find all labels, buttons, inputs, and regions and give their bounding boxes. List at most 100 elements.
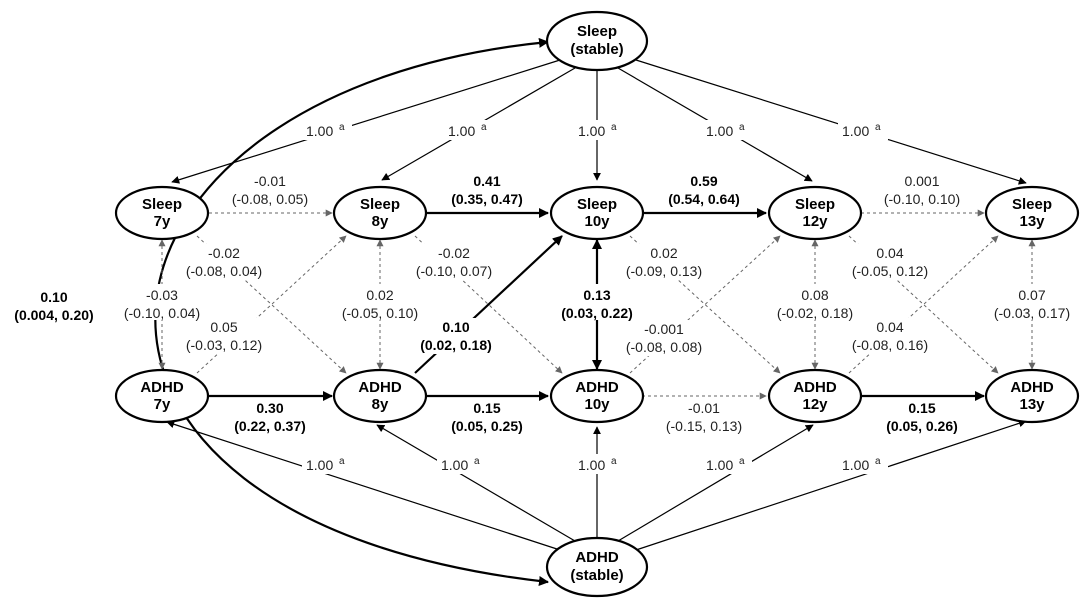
loading-labels: 1.00 a 1.00 a 1.00 a 1.00 a 1.00 a 1.00 … [302,120,888,474]
svg-text:Sleep: Sleep [577,196,617,213]
svg-text:ADHD: ADHD [358,379,401,396]
node-sleep-8y: Sleep 8y [332,185,428,241]
svg-text:ADHD: ADHD [793,379,836,396]
loading-label: 1.00 [842,457,869,473]
a8-s10-ci: (0.02, 0.18) [420,337,492,353]
loading-label: 1.00 [842,123,869,139]
nodes: Sleep (stable) ADHD (stable) Sleep 7y Sl… [114,10,1080,598]
cov12-coef: 0.08 [801,287,828,303]
svg-text:13y: 13y [1019,396,1045,413]
s12-s13-coef: 0.001 [904,173,939,189]
loading-adhd-stable-7y [166,420,561,551]
s7-s8-coef: -0.01 [254,173,286,189]
loading-label: 1.00 [578,123,605,139]
a12-s13-ci: (-0.08, 0.16) [852,337,928,353]
svg-text:8y: 8y [372,396,389,413]
s10-s12-ci: (0.54, 0.64) [668,191,740,207]
svg-text:13y: 13y [1019,213,1045,230]
svg-text:ADHD: ADHD [140,379,183,396]
a12-a13-coef: 0.15 [908,400,935,416]
loading-superscript: a [875,456,881,467]
loading-superscript: a [739,456,745,467]
svg-text:Sleep: Sleep [795,196,835,213]
svg-text:Sleep: Sleep [577,23,617,40]
svg-text:ADHD: ADHD [1010,379,1053,396]
a7-s8-ci: (-0.03, 0.12) [186,337,262,353]
svg-text:(stable): (stable) [570,41,623,58]
loading-sleep-stable-7y [171,59,561,184]
loading-superscript: a [339,122,345,133]
loading-adhd-stable-12y [617,424,814,542]
node-sleep-12y: Sleep 12y [767,185,863,241]
loading-label: 1.00 [448,123,475,139]
stable-cov-coef: 0.10 [40,289,67,305]
loading-superscript: a [875,122,881,133]
svg-text:7y: 7y [154,213,171,230]
loading-label: 1.00 [578,457,605,473]
cov7-coef: -0.03 [146,287,178,303]
node-sleep-7y: Sleep 7y [114,185,210,241]
path-labels: 0.10 (0.004, 0.20) -0.01 (-0.08, 0.05) 0… [2,173,1074,434]
s8-a10-coef: -0.02 [438,245,470,261]
cov10-ci: (0.03, 0.22) [561,305,633,321]
a8-s10-coef: 0.10 [442,319,469,335]
loading-superscript: a [339,456,345,467]
path-adhd7-sleep8 [196,235,347,374]
s10-s12-coef: 0.59 [690,173,717,189]
svg-text:7y: 7y [154,396,171,413]
s8-s10-coef: 0.41 [473,173,500,189]
node-adhd-10y: ADHD 10y [549,368,645,424]
node-sleep-stable: Sleep (stable) [545,10,649,72]
s7-a8-ci: (-0.08, 0.04) [186,263,262,279]
a7-a8-coef: 0.30 [256,400,283,416]
stable-cov-ci: (0.004, 0.20) [14,307,93,323]
node-adhd-13y: ADHD 13y [984,368,1080,424]
s8-s10-ci: (0.35, 0.47) [451,191,523,207]
cov10-coef: 0.13 [583,287,610,303]
path-sleep7-adhd8 [196,235,347,374]
edges [154,37,1036,586]
s8-a10-ci: (-0.10, 0.07) [416,263,492,279]
a12-a13-ci: (0.05, 0.26) [886,418,958,434]
loading-superscript: a [611,122,617,133]
loading-superscript: a [611,456,617,467]
svg-text:8y: 8y [372,213,389,230]
loading-superscript: a [481,122,487,133]
cov13-ci: (-0.03, 0.17) [994,305,1070,321]
s7-s8-ci: (-0.08, 0.05) [232,191,308,207]
cov8-coef: 0.02 [366,287,393,303]
svg-text:ADHD: ADHD [575,549,618,566]
node-sleep-13y: Sleep 13y [984,185,1080,241]
s10-a12-coef: 0.02 [650,245,677,261]
s12-a13-ci: (-0.05, 0.12) [852,263,928,279]
svg-text:10y: 10y [584,213,610,230]
a12-s13-coef: 0.04 [876,319,903,335]
loading-label: 1.00 [706,457,733,473]
loading-label: 1.00 [706,123,733,139]
loading-label: 1.00 [306,457,333,473]
s7-a8-coef: -0.02 [208,245,240,261]
node-adhd-12y: ADHD 12y [767,368,863,424]
loading-adhd-stable-13y [635,419,1027,551]
a10-a12-coef: -0.01 [688,400,720,416]
loading-adhd-stable-8y [376,424,576,542]
node-adhd-8y: ADHD 8y [332,368,428,424]
s12-s13-ci: (-0.10, 0.10) [884,191,960,207]
path-adhd10-sleep12 [629,235,781,374]
a7-a8-ci: (0.22, 0.37) [234,418,306,434]
svg-text:ADHD: ADHD [575,379,618,396]
node-adhd-7y: ADHD 7y [114,368,210,424]
svg-text:12y: 12y [802,213,828,230]
cov8-ci: (-0.05, 0.10) [342,305,418,321]
svg-text:Sleep: Sleep [142,196,182,213]
a8-a10-ci: (0.05, 0.25) [451,418,523,434]
svg-text:(stable): (stable) [570,567,623,584]
svg-text:Sleep: Sleep [360,196,400,213]
svg-text:Sleep: Sleep [1012,196,1052,213]
cov13-coef: 0.07 [1018,287,1045,303]
svg-text:10y: 10y [584,396,610,413]
path-sleep10-adhd12 [629,235,781,374]
cov7-ci: (-0.10, 0.04) [124,305,200,321]
a10-s12-ci: (-0.08, 0.08) [626,339,702,355]
